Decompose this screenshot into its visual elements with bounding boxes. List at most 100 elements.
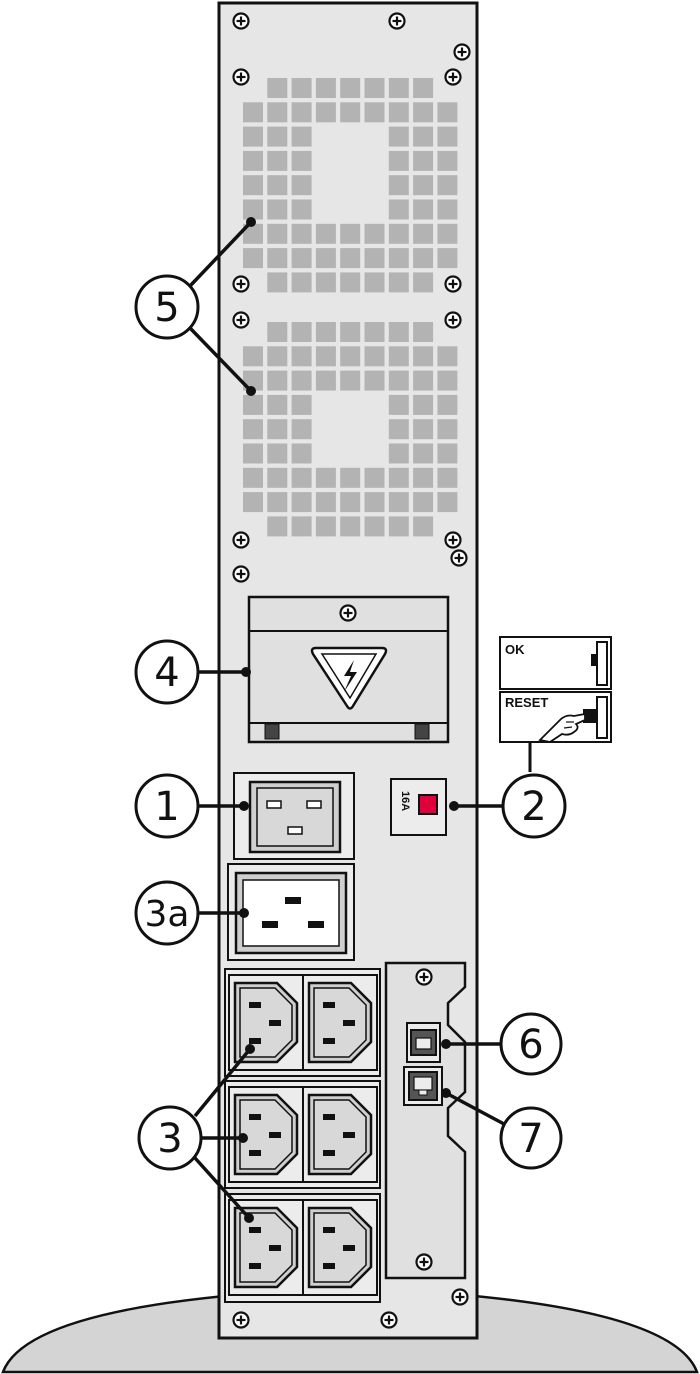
vent-slot (364, 248, 385, 269)
vent-slot (388, 102, 409, 123)
vent-slot (340, 78, 361, 98)
c13-outlet (227, 973, 305, 1072)
vent-slot (291, 516, 312, 537)
vent-slot (291, 492, 312, 513)
callout-1-label: 1 (154, 784, 179, 830)
breaker-reset-label: RESET (505, 695, 548, 710)
c19-output-outlet (227, 863, 355, 961)
screw-icon (415, 968, 433, 986)
callout-2: 2 (501, 773, 567, 839)
screw-icon (444, 68, 462, 86)
screw-icon (232, 311, 250, 329)
vent-slot (291, 322, 312, 342)
screw-icon (339, 604, 357, 622)
vent-slot (243, 126, 263, 147)
vent-slot (388, 322, 409, 342)
screw-icon (451, 1288, 469, 1306)
vent-slot (243, 199, 263, 220)
vent-slot (388, 443, 409, 464)
vent-slot (364, 370, 385, 391)
vent-slot (267, 199, 288, 220)
vent-slot (291, 175, 312, 196)
vent-slot (388, 199, 409, 220)
vent-slot (413, 394, 434, 415)
screw-icon (444, 311, 462, 329)
vent-slot (388, 223, 409, 244)
vent-slot (340, 248, 361, 269)
rs232-port (403, 1066, 443, 1106)
vent-slot (243, 346, 263, 367)
vent-slot (243, 150, 263, 171)
vent-slot (340, 322, 361, 342)
callout-1: 1 (134, 773, 200, 839)
callout-7: 7 (499, 1106, 563, 1170)
vent-slot (388, 492, 409, 513)
vent-slot (388, 419, 409, 440)
vent-slot (267, 223, 288, 244)
vent-slot (291, 272, 312, 293)
vent-slot (291, 394, 312, 415)
vent-slot (364, 102, 385, 123)
fan-vent-grille-top (243, 78, 458, 293)
callout-5: 5 (134, 274, 200, 340)
vent-slot (364, 272, 385, 293)
vent-slot (243, 223, 263, 244)
vent-slot (291, 248, 312, 269)
vent-slot (437, 467, 458, 488)
vent-slot (315, 223, 336, 244)
vent-slot (437, 346, 458, 367)
vent-slot (413, 175, 434, 196)
vent-slot (291, 199, 312, 220)
vent-slot (388, 175, 409, 196)
vent-slot (388, 394, 409, 415)
vent-slot (315, 248, 336, 269)
vent-slot (413, 516, 434, 537)
vent-slot (315, 516, 336, 537)
vent-slot (437, 175, 458, 196)
vent-slot (388, 516, 409, 537)
vent-slot (364, 492, 385, 513)
vent-slot (413, 370, 434, 391)
vent-slot (243, 394, 263, 415)
c13-output-outlets (224, 968, 381, 1303)
vent-slot (291, 419, 312, 440)
c13-outlet (301, 1198, 379, 1297)
usb-port (406, 1022, 441, 1063)
vent-slot (315, 370, 336, 391)
vent-slot (340, 370, 361, 391)
vent-slot (340, 467, 361, 488)
vent-slot (291, 102, 312, 123)
vent-slot (413, 443, 434, 464)
vent-slot (243, 443, 263, 464)
vent-slot (243, 419, 263, 440)
vent-slot (315, 492, 336, 513)
vent-slot (315, 78, 336, 98)
vent-slot (364, 223, 385, 244)
battery-connector-cover (247, 595, 450, 744)
vent-slot (413, 126, 434, 147)
vent-slot (388, 370, 409, 391)
callout-6: 6 (499, 1012, 563, 1076)
vent-slot (437, 394, 458, 415)
screw-icon (388, 12, 406, 30)
vent-slot (267, 492, 288, 513)
vent-slot (291, 467, 312, 488)
vent-slot (291, 126, 312, 147)
vent-slot (267, 272, 288, 293)
callout-5-label: 5 (154, 285, 179, 331)
screw-icon (232, 12, 250, 30)
callout-7-label: 7 (518, 1116, 543, 1162)
vent-slot (267, 102, 288, 123)
vent-slot (315, 346, 336, 367)
vent-slot (413, 223, 434, 244)
vent-slot (364, 346, 385, 367)
vent-slot (340, 272, 361, 293)
breaker-ok-label: OK (505, 642, 525, 657)
vent-slot (413, 199, 434, 220)
vent-slot (413, 419, 434, 440)
screw-icon (415, 1253, 433, 1271)
vent-slot (388, 248, 409, 269)
vent-slot (437, 419, 458, 440)
vent-slot (340, 346, 361, 367)
callout-2-label: 2 (521, 784, 546, 830)
